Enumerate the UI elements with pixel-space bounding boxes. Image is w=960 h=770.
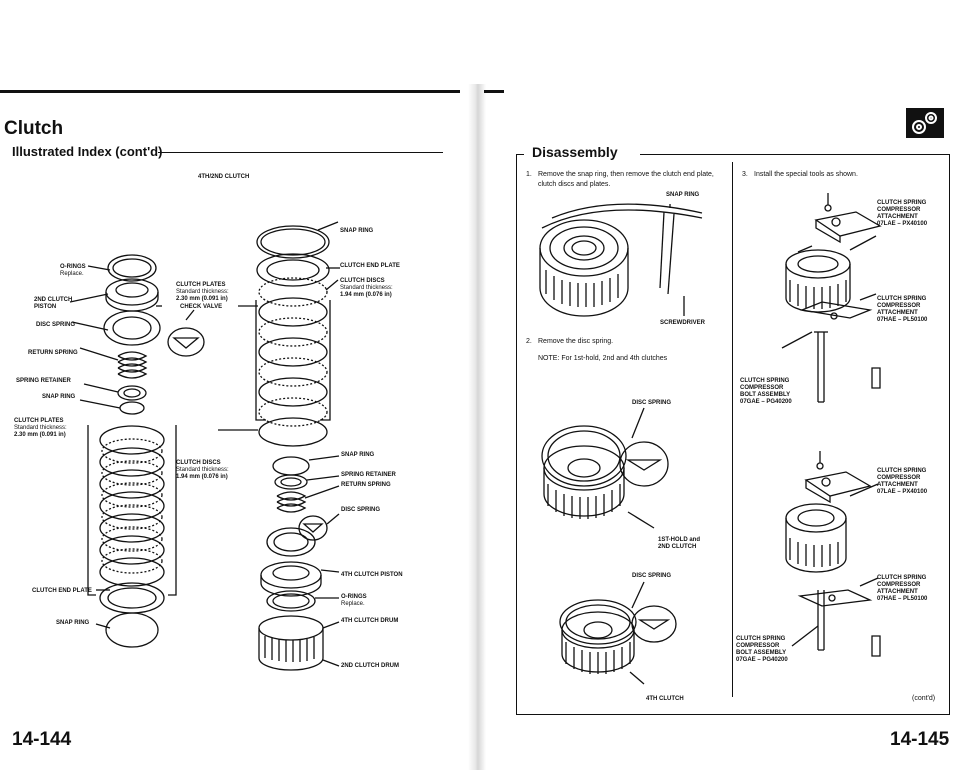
- mid-clutch-plates-val: 2.30 mm (0.091 in): [176, 296, 228, 302]
- bottom-att2-line2: COMPRESSOR: [877, 582, 921, 588]
- bottom-bolt-line3: BOLT ASSEMBLY: [736, 650, 787, 656]
- snap-ring-label: SNAP RING: [42, 394, 76, 400]
- check-valve-label: CHECK VALVE: [180, 304, 223, 310]
- r-o-rings-note: Replace.: [341, 601, 365, 607]
- r-spring-retainer-label: SPRING RETAINER: [341, 472, 396, 478]
- fourth-clutch-label: 4TH CLUTCH: [646, 696, 684, 702]
- r-disc-spring-label: DISC SPRING: [341, 507, 381, 513]
- r-2nd-drum-label: 2ND CLUTCH DRUM: [341, 663, 399, 669]
- diagram-title: 4TH/2ND CLUTCH: [198, 174, 250, 180]
- second-clutch-piston-label-1: 2ND CLUTCH: [34, 297, 73, 303]
- top-att1-line2: COMPRESSOR: [877, 207, 921, 213]
- snap-ring-callout: SNAP RING: [666, 192, 700, 198]
- mid-clutch-plates-std: Standard thickness:: [176, 289, 229, 295]
- r-snap-ring-top-label: SNAP RING: [340, 228, 374, 234]
- bottom-att1-line1: CLUTCH SPRING: [877, 468, 927, 474]
- first-hold-label-2: 2ND CLUTCH: [658, 544, 697, 550]
- return-spring-label: RETURN SPRING: [28, 350, 78, 356]
- top-att2-line2: COMPRESSOR: [877, 303, 921, 309]
- top-bolt-line1: CLUTCH SPRING: [740, 378, 790, 384]
- frame-top-left: [516, 154, 524, 155]
- screwdriver-callout: SCREWDRIVER: [660, 320, 706, 326]
- step3-number: 3.: [742, 171, 748, 178]
- bottom-att2-line4: 07HAE – PL50100: [877, 596, 928, 602]
- disassembly-frame: [516, 154, 950, 715]
- left-page: Clutch Illustrated Index (cont'd) 4TH/2N…: [0, 0, 470, 770]
- bottom-bolt-line2: COMPRESSOR: [736, 643, 780, 649]
- r-o-rings-label: O-RINGS: [341, 594, 367, 600]
- r-return-spring-label: RETURN SPRING: [341, 482, 391, 488]
- page-number-left: 14-144: [12, 729, 72, 750]
- bottom-att2-line1: CLUTCH SPRING: [877, 575, 927, 581]
- clutch-drum-snap-ring-illustration: [539, 203, 703, 317]
- mid-clutch-plates-label: CLUTCH PLATES: [176, 282, 226, 288]
- binding-gutter: [468, 84, 486, 770]
- step1-number: 1.: [526, 171, 532, 178]
- bottom-att1-line2: COMPRESSOR: [877, 475, 921, 481]
- clutch-end-plate-label: CLUTCH END PLATE: [32, 588, 92, 594]
- mid-clutch-discs-val: 1.94 mm (0.076 in): [176, 474, 228, 480]
- r-snap-ring-label: SNAP RING: [341, 452, 375, 458]
- column-divider: [732, 162, 733, 697]
- mid-clutch-discs-label: CLUTCH DISCS: [176, 460, 221, 466]
- step3-text: Install the special tools as shown.: [754, 171, 858, 178]
- step2-text: Remove the disc spring.: [538, 338, 614, 345]
- bottom-att2-line3: ATTACHMENT: [877, 589, 918, 595]
- first-hold-label-1: 1ST-HOLD and: [658, 537, 701, 543]
- r-clutch-discs-label: CLUTCH DISCS: [340, 278, 385, 284]
- r-clutch-end-plate-label: CLUTCH END PLATE: [340, 263, 400, 269]
- o-rings-note: Replace.: [60, 271, 84, 277]
- top-att2-line3: ATTACHMENT: [877, 310, 918, 316]
- bottom-att1-line3: ATTACHMENT: [877, 482, 918, 488]
- continued-label: (cont'd): [912, 695, 936, 702]
- r-4th-piston-label: 4TH CLUTCH PISTON: [341, 572, 403, 578]
- clutch-plates-std: Standard thickness:: [14, 425, 67, 431]
- snap-ring-bottom-label: SNAP RING: [56, 620, 90, 626]
- r-clutch-discs-val: 1.94 mm (0.076 in): [340, 292, 392, 298]
- section-title: Clutch: [4, 118, 64, 139]
- bottom-bolt-line1: CLUTCH SPRING: [736, 636, 786, 642]
- mid-clutch-discs-std: Standard thickness:: [176, 467, 229, 473]
- top-bolt-line4: 07GAE – PG40200: [740, 399, 792, 405]
- disc-spring-callout-1: DISC SPRING: [632, 400, 672, 406]
- step2-number: 2.: [526, 338, 532, 345]
- disc-spring-callout-2: DISC SPRING: [632, 573, 672, 579]
- spring-retainer-label: SPRING RETAINER: [16, 378, 71, 384]
- step1-text: Remove the snap ring, then remove the cl…: [538, 171, 714, 188]
- r-clutch-discs-std: Standard thickness:: [340, 285, 393, 291]
- right-page: Disassembly 1. Remove the snap ring, the…: [470, 0, 960, 770]
- top-rule-right: [484, 90, 504, 93]
- bottom-bolt-line4: 07GAE – PG40200: [736, 657, 788, 663]
- subtitle-rule: [158, 152, 443, 153]
- tool-assembly-top: [781, 193, 882, 403]
- page-number-right: 14-145: [890, 729, 950, 750]
- bottom-att1-line4: 07LAE – PX40100: [877, 489, 928, 495]
- top-rule: [0, 90, 460, 93]
- clutch-plates-label: CLUTCH PLATES: [14, 418, 64, 424]
- top-att1-line1: CLUTCH SPRING: [877, 200, 927, 206]
- tool-assembly-bottom: [785, 451, 881, 657]
- top-att1-line4: 07LAE – PX40100: [877, 221, 928, 227]
- top-att2-line4: 07HAE – PL50100: [877, 317, 928, 323]
- r-4th-drum-label: 4TH CLUTCH DRUM: [341, 618, 399, 624]
- second-clutch-piston-label-2: PISTON: [34, 304, 57, 310]
- disassembly-title: Disassembly: [532, 144, 618, 160]
- top-bolt-line2: COMPRESSOR: [740, 385, 784, 391]
- note-text: NOTE: For 1st-hold, 2nd and 4th clutches: [538, 355, 668, 362]
- disc-spring-label: DISC SPRING: [36, 322, 76, 328]
- gear-icon: [906, 108, 944, 138]
- o-rings-label: O-RINGS: [60, 264, 86, 270]
- first-hold-clutch-illustration: [541, 407, 669, 529]
- subtitle: Illustrated Index (cont'd): [12, 144, 163, 159]
- middle-exploded-stack: [218, 221, 340, 671]
- top-att1-line3: ATTACHMENT: [877, 214, 918, 220]
- top-att2-line1: CLUTCH SPRING: [877, 296, 927, 302]
- left-exploded-stack: [69, 254, 205, 648]
- frame-top-right: [640, 154, 949, 155]
- clutch-plates-val: 2.30 mm (0.091 in): [14, 432, 66, 438]
- top-bolt-line3: BOLT ASSEMBLY: [740, 392, 791, 398]
- fourth-clutch-illustration: [559, 581, 677, 685]
